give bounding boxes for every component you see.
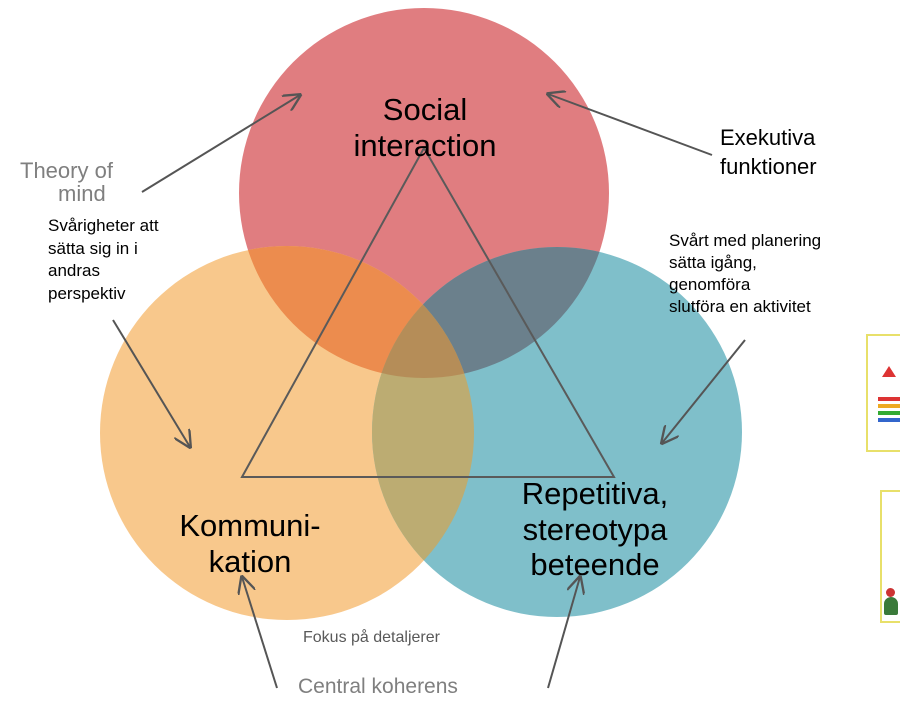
planering-label-line: sätta igång, <box>669 253 757 273</box>
planering-label-line: slutföra en aktivitet <box>669 297 811 317</box>
planering-label-line: genomföra <box>669 275 751 295</box>
svarigheter-label-line: Svårigheter att <box>48 216 159 235</box>
repetitiva-label: Repetitiva, stereotypa beteende <box>490 476 700 583</box>
planering-label: Svårt med planering sätta igång, genomfö… <box>669 230 821 318</box>
theory-label-line: Theory of <box>20 158 113 183</box>
kommunikation-label-line: Kommuni- <box>179 508 321 543</box>
svarigheter-label-line: perspektiv <box>48 283 126 303</box>
kommunikation-label: Kommuni- kation <box>140 508 360 579</box>
central-right-arrow <box>547 577 580 689</box>
exekutiva-funktioner-label: Exekutiva funktioner <box>720 124 817 181</box>
exekutiva-label-line: funktioner <box>720 153 817 179</box>
central-left-arrow <box>242 577 278 689</box>
repetitiva-label-line: stereotypa <box>522 511 668 547</box>
exekutiva-arrow <box>548 94 713 156</box>
central-koherens-label: Central koherens <box>298 675 458 698</box>
kommunikation-label-line: kation <box>208 543 292 579</box>
overlap-social-repetitive <box>372 247 609 378</box>
social-label-line: interaction <box>353 127 497 163</box>
theory-of-mind-arrow <box>141 95 300 193</box>
triangle-outline <box>240 145 616 478</box>
theory-of-mind-label: Theory of mind <box>20 158 113 207</box>
planering-label-line: Svårt med planering <box>669 231 822 250</box>
exekutiva-label-line: Exekutiva <box>720 125 816 150</box>
person-thumbnail-icon <box>880 490 900 623</box>
svarigheter-arrow <box>112 319 190 447</box>
theory-label-line: mind <box>58 181 106 207</box>
social-label-line: Social <box>382 92 468 127</box>
overlap-social-communication <box>239 246 474 378</box>
color-bars-icon <box>878 397 900 422</box>
svarigheter-label: Svårigheter att sätta sig in i andras pe… <box>48 215 159 305</box>
triangle-glyph-icon <box>882 366 896 377</box>
slide-thumbnail-icon <box>866 334 900 452</box>
planering-arrow <box>662 339 746 443</box>
social-interaction-label: Social interaction <box>320 92 530 163</box>
fokus-pa-detaljerer-label: Fokus på detaljerer <box>303 629 440 646</box>
svarigheter-label-line: andras <box>48 261 100 281</box>
svarigheter-label-line: sätta sig in i <box>48 238 138 258</box>
repetitiva-label-line: Repetitiva, <box>521 476 669 511</box>
person-glyph-icon <box>884 597 898 615</box>
repetitiva-label-line: beteende <box>530 547 660 583</box>
